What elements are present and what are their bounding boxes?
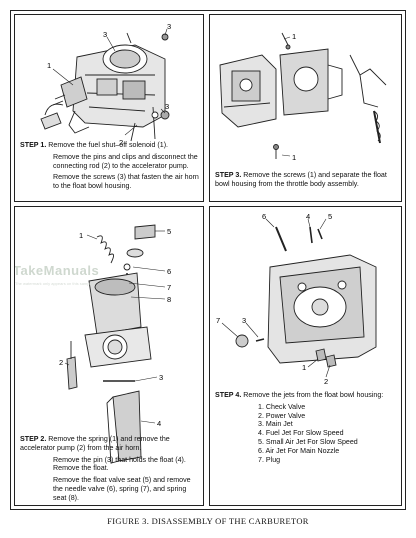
step1-callout-3b: 3 — [167, 22, 171, 31]
step1-callout-2: 2 — [119, 138, 123, 147]
watermark-brand: TakeManuals — [14, 263, 100, 278]
step2-callout-1: 1 — [79, 231, 83, 240]
step2-caption: STEP 2. Remove the spring (1) and remove… — [20, 435, 200, 505]
step4-callout-7: 7 — [216, 316, 220, 325]
step3-callout-1a: 1 — [292, 32, 296, 41]
step2-callout-6: 6 — [167, 267, 171, 276]
step4-callout-4: 4 — [306, 212, 310, 221]
step4-jet-list: 1. Check Valve 2. Power Valve 3. Main Je… — [215, 403, 398, 465]
step2-callout-5: 5 — [167, 227, 171, 236]
step2-callout-7: 7 — [167, 283, 171, 292]
step2-callout-8: 8 — [167, 295, 171, 304]
step1-callout-3c: 3 — [165, 102, 169, 111]
step1-line-3: Remove the screws (3) that fasten the ai… — [53, 173, 199, 191]
list-item: 4. Fuel Jet For Slow Speed — [258, 429, 344, 438]
step4-callout-3: 3 — [242, 316, 246, 325]
accelerator-pump-illustration: 1 2 3 4 5 6 7 8 — [59, 224, 171, 464]
step3-callout-1b: 1 — [292, 153, 296, 162]
carburetor-assembly-illustration: 1 2 3 3 3 — [40, 22, 171, 147]
step4-line-1: Remove the jets from the float bowl hous… — [243, 391, 384, 399]
list-item: 7. Plug — [258, 455, 281, 464]
step2-label: STEP 2. — [20, 435, 47, 443]
list-item: 2. Power Valve — [258, 411, 306, 420]
step3-caption: STEP 3. Remove the screws (1) and separa… — [215, 171, 398, 192]
step1-line-2: Remove the pins and clips and disconnect… — [53, 152, 198, 170]
figure-frame — [10, 10, 406, 510]
step3-label: STEP 3. — [215, 171, 242, 179]
step1-callout-1: 1 — [47, 61, 51, 70]
list-item: 6. Air Jet For Main Nozzle — [258, 446, 340, 455]
step1-callout-3a: 3 — [103, 30, 107, 39]
step2-line-1: Remove the spring (1) and remove the acc… — [20, 435, 170, 452]
step2-line-3: Remove the float valve seat (5) and remo… — [53, 476, 191, 502]
step3-line-1: Remove the screws (1) and separate the f… — [215, 171, 387, 188]
step1-line-1: Remove the fuel shut–off solenoid (1). — [48, 141, 169, 149]
step4-panel: 6 4 5 7 3 1 2 STEP 4. Remove the jets fr… — [209, 206, 402, 506]
step2-line-2: Remove the pin (3) that holds the float … — [53, 455, 186, 473]
step4-callout-2: 2 — [324, 377, 328, 386]
float-bowl-separation-illustration: 1 1 — [219, 32, 387, 162]
step1-panel: 1 2 3 3 3 STEP 1. Remove the fuel shut–o… — [14, 14, 204, 202]
step4-caption: STEP 4. Remove the jets from the float b… — [215, 391, 398, 464]
step1-caption: STEP 1. Remove the fuel shut–off solenoi… — [20, 141, 200, 194]
step1-label: STEP 1. — [20, 141, 47, 149]
step4-callout-5: 5 — [328, 212, 332, 221]
figure-title: FIGURE 3. DISASSEMBLY OF THE CARBURETOR — [107, 516, 309, 526]
step3-panel: 1 1 STEP 3. Remove the screws (1) and se… — [209, 14, 402, 202]
step2-panel: 1 2 3 4 5 6 7 8 TakeManuals The watermar… — [14, 206, 204, 506]
step2-callout-4: 4 — [157, 419, 161, 428]
float-bowl-jets-illustration: 6 4 5 7 3 1 2 — [216, 212, 377, 386]
list-item: 5. Small Air Jet For Slow Speed — [258, 437, 358, 446]
list-item: 1. Check Valve — [258, 402, 306, 411]
step2-callout-2: 2 — [59, 358, 63, 367]
list-item: 3. Main Jet — [258, 420, 293, 429]
step4-label: STEP 4. — [215, 391, 242, 399]
step4-callout-1: 1 — [302, 363, 306, 372]
step4-callout-6: 6 — [262, 212, 266, 221]
watermark-note: The watermark only appears on this sampl… — [15, 281, 93, 286]
step2-callout-3: 3 — [159, 373, 163, 382]
